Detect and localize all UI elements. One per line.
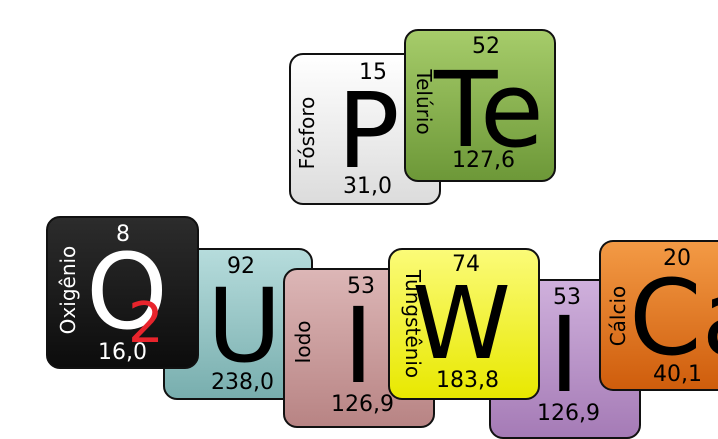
atomic-mass: 127,6 (452, 148, 515, 173)
element-symbol: Ca (629, 257, 718, 379)
element-symbol: Te (434, 49, 544, 171)
atomic-mass: 238,0 (211, 370, 274, 395)
atomic-number: 92 (227, 254, 255, 279)
tile-tungstenio: 74 W Tungstênio 183,8 (388, 248, 540, 400)
tile-tungstenio-mirrored: 74 W Tungstênio 183,8 (390, 250, 538, 398)
element-symbol: I (343, 285, 374, 407)
atomic-number: 20 (663, 246, 691, 271)
element-name: Tungstênio (401, 269, 425, 379)
tile-telurio: 52 Te Telúrio 127,6 (404, 29, 556, 182)
tile-oxigenio: 8 O 2 Oxigênio 16,0 (46, 216, 199, 369)
element-name: Oxigênio (56, 245, 80, 335)
element-symbol: W (412, 265, 511, 382)
atomic-mass: 40,1 (653, 362, 702, 387)
atomic-mass: 16,0 (98, 340, 147, 365)
atomic-mass: 126,9 (331, 392, 394, 417)
atomic-number: 53 (553, 285, 581, 310)
atomic-mass: 183,8 (436, 368, 499, 393)
element-name: Cálcio (606, 285, 630, 347)
element-symbol: P (337, 70, 400, 192)
tile-calcio: 20 Ca Cálcio 40,1 (599, 240, 718, 391)
element-name: Fósforo (295, 96, 319, 170)
atomic-number: 53 (347, 274, 375, 299)
element-symbol: U (207, 267, 282, 386)
element-name: Iodo (291, 320, 315, 364)
atomic-mass: 126,9 (537, 401, 600, 426)
subscript-two: 2 (128, 291, 164, 356)
tile-telurio-mirrored: 52 Te Telúrio 127,6 (406, 31, 554, 180)
element-symbol: I (549, 294, 580, 416)
atomic-number: 15 (359, 60, 387, 85)
atomic-mass: 31,0 (343, 174, 392, 199)
atomic-number: 8 (116, 222, 130, 247)
element-name: Telúrio (412, 69, 436, 135)
element-symbol: O (86, 231, 168, 353)
